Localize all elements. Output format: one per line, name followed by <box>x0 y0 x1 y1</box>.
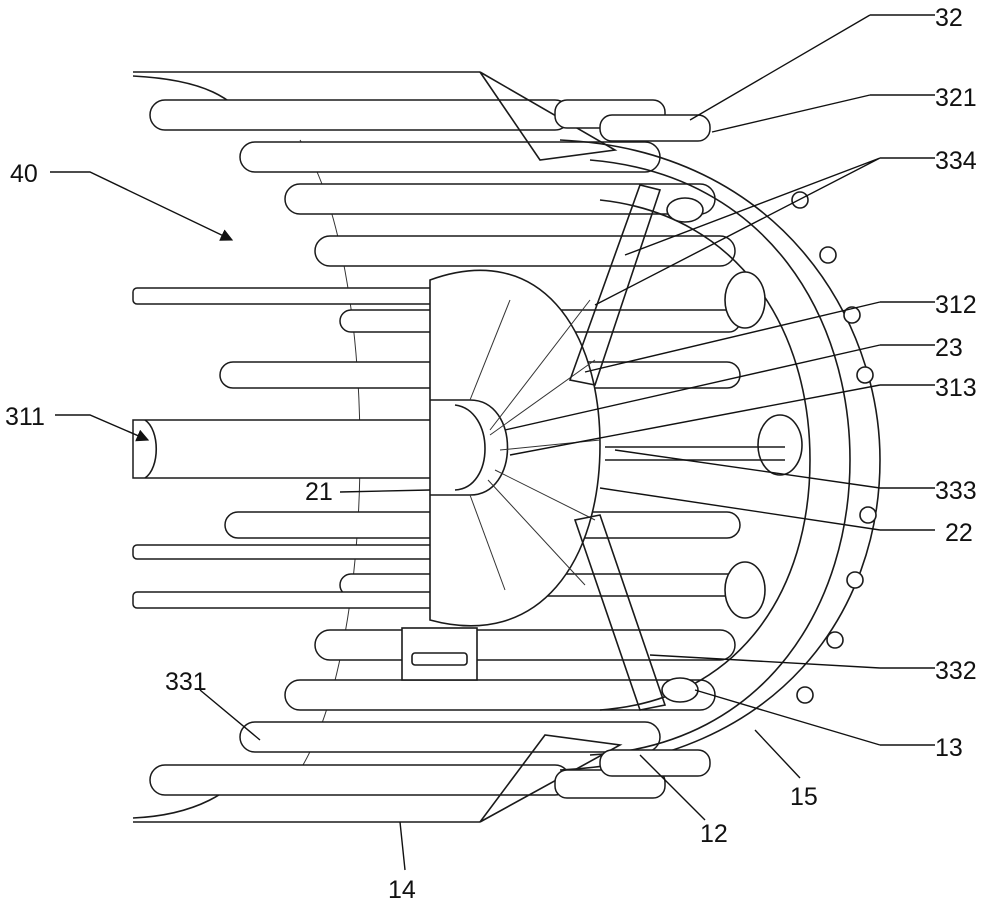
label-334: 334 <box>935 147 977 175</box>
label-32: 32 <box>935 4 963 32</box>
label-13: 13 <box>935 734 963 762</box>
label-332: 332 <box>935 657 977 685</box>
label-313: 313 <box>935 374 977 402</box>
label-311: 311 <box>5 403 45 431</box>
label-321: 321 <box>935 84 977 112</box>
label-21: 21 <box>305 478 333 506</box>
reference-labels: 32 321 334 40 312 23 313 311 21 333 22 3… <box>5 4 977 904</box>
hub-assembly <box>401 269 601 681</box>
label-14: 14 <box>388 876 416 904</box>
header-pipe <box>132 419 464 479</box>
ring-frame <box>479 71 881 823</box>
label-12: 12 <box>700 820 728 848</box>
leader-lines <box>50 14 935 871</box>
label-333: 333 <box>935 477 977 505</box>
label-312: 312 <box>935 291 977 319</box>
label-22: 22 <box>945 519 973 547</box>
label-23: 23 <box>935 334 963 362</box>
label-40: 40 <box>10 160 38 188</box>
label-15: 15 <box>790 783 818 811</box>
label-331: 331 <box>165 668 207 696</box>
